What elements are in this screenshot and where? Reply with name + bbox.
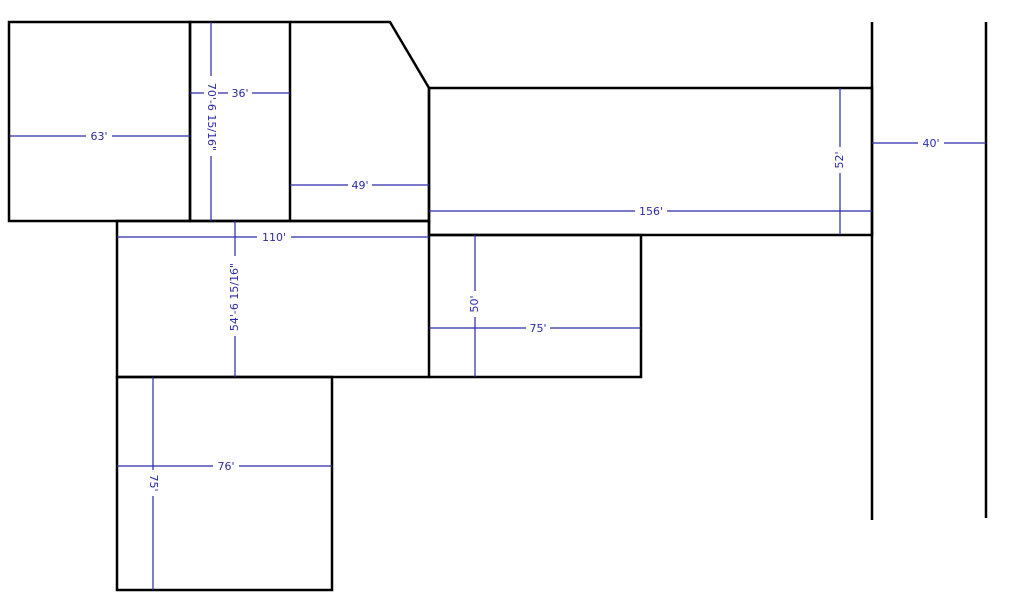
label-156: 156' — [639, 205, 663, 218]
label-50: 50' — [468, 295, 481, 312]
label-40: 40' — [922, 137, 939, 150]
label-49: 49' — [351, 179, 368, 192]
dimension-lines — [9, 22, 986, 590]
room-bottom — [115, 375, 334, 592]
room-outlines — [7, 20, 988, 592]
room-middle-right — [429, 233, 643, 379]
dimension-labels: 63' 36' 70'-6 15/16" 49' 156' 52' 40' 11… — [86, 76, 944, 496]
label-110: 110' — [262, 231, 286, 244]
label-75b: 75' — [147, 474, 160, 491]
label-54: 54'-6 15/16" — [228, 263, 241, 331]
room-top-left — [7, 20, 192, 223]
label-75a: 75' — [529, 322, 546, 335]
label-52: 52' — [833, 151, 846, 168]
label-76: 76' — [217, 460, 234, 473]
label-36: 36' — [231, 87, 248, 100]
room-middle-large — [115, 219, 431, 379]
label-70: 70'-6 15/16" — [205, 83, 218, 151]
label-63: 63' — [90, 130, 107, 143]
